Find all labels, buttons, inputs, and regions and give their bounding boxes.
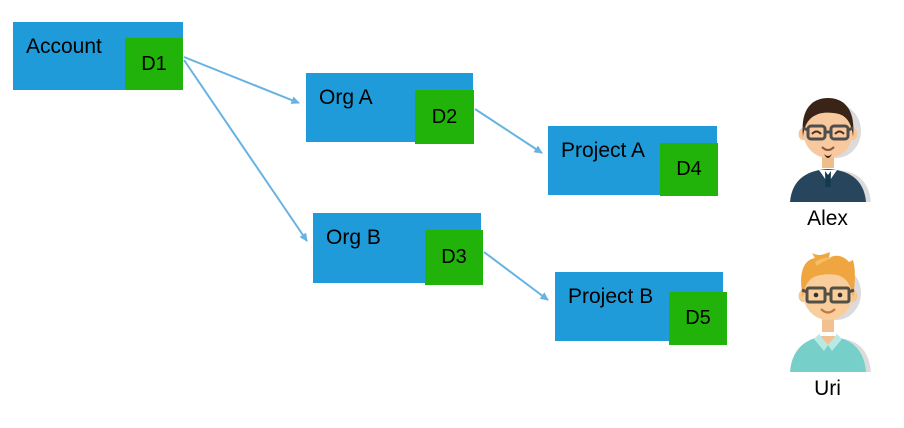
badge-label: D4 bbox=[676, 158, 702, 180]
edge-d1-org-a bbox=[183, 56, 300, 104]
badge-label: D2 bbox=[431, 105, 458, 128]
avatar-uri-icon bbox=[789, 252, 871, 372]
user-name: Uri bbox=[814, 377, 841, 400]
avatar-alex-icon bbox=[789, 98, 871, 202]
user-name: Alex bbox=[807, 207, 848, 230]
node-label: Org A bbox=[319, 86, 373, 109]
node-label: Org B bbox=[326, 226, 381, 249]
badge-d3: D3 bbox=[425, 230, 483, 285]
edge-d3-project-b bbox=[483, 251, 549, 301]
node-label: Account bbox=[26, 35, 102, 58]
edge-d1-org-b bbox=[183, 59, 308, 242]
node-label: Project B bbox=[568, 285, 654, 308]
edge-d2-project-a bbox=[474, 108, 543, 154]
badge-d5: D5 bbox=[669, 292, 727, 345]
badge-label: D5 bbox=[685, 307, 711, 329]
badge-d2: D2 bbox=[415, 90, 474, 144]
user-alex: Alex bbox=[770, 90, 885, 231]
badge-label: D3 bbox=[441, 246, 467, 268]
node-label: Project A bbox=[561, 139, 646, 162]
badge-d1: D1 bbox=[125, 38, 183, 90]
badge-d4: D4 bbox=[660, 143, 718, 196]
badge-label: D1 bbox=[141, 52, 167, 75]
user-uri: Uri bbox=[770, 250, 885, 401]
